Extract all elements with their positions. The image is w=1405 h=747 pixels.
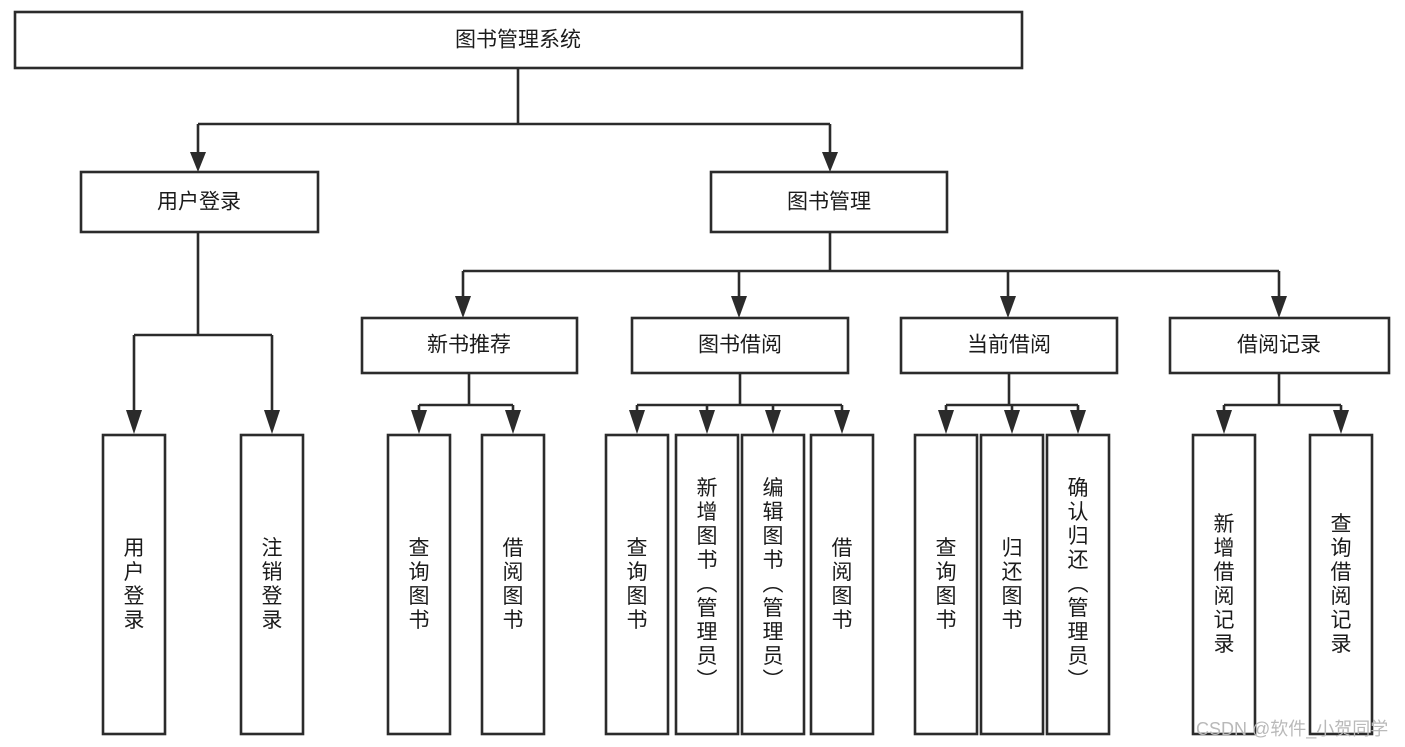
node-current-borrow[interactable]: 当前借阅	[899, 316, 1119, 375]
node-book-borrow[interactable]: 图书借阅	[630, 316, 850, 375]
leaf-borrow-record-1[interactable]: 查询借阅记录	[1308, 433, 1374, 736]
node-borrow-record-box[interactable]	[1168, 316, 1391, 375]
leaf-new-book-0[interactable]: 查询图书	[386, 433, 452, 736]
arrow-head-leaf-current-borrow-0	[938, 410, 954, 434]
leaf-borrow-record-0-box[interactable]	[1191, 433, 1257, 736]
arrow-head-leaf-user-login-0	[126, 410, 142, 434]
arrow-head-leaf-borrow-record-0	[1216, 410, 1232, 434]
arrow-head-leaf-borrow-record-1	[1333, 410, 1349, 434]
arrow-head-level3-3	[1271, 296, 1287, 318]
node-user-login-label: 用户登录	[157, 191, 241, 214]
node-new-book-recommend-box[interactable]	[360, 316, 579, 375]
connector-layer	[126, 68, 1349, 434]
node-book-borrow-label: 图书借阅	[698, 334, 782, 357]
arrow-head-book-manage	[822, 152, 838, 172]
node-user-login-box[interactable]	[79, 170, 320, 234]
leaf-book-borrow-3-label: 借阅图书	[832, 537, 853, 632]
leaf-user-login-0-box[interactable]	[101, 433, 167, 736]
leaf-new-book-1-label: 借阅图书	[503, 537, 524, 632]
node-current-borrow-box[interactable]	[899, 316, 1119, 375]
node-root-box[interactable]	[13, 10, 1024, 70]
leaf-new-book-1-box[interactable]	[480, 433, 546, 736]
node-book-manage-label: 图书管理	[787, 191, 871, 214]
leaf-book-borrow-2-label: 编辑图书︵管理员︶	[763, 477, 784, 692]
leaf-borrow-record-1-box[interactable]	[1308, 433, 1374, 736]
leaf-user-login-1-label: 注销登录	[262, 537, 283, 632]
leaf-book-borrow-1-box[interactable]	[674, 433, 740, 736]
leaf-current-borrow-0-label: 查询图书	[936, 537, 957, 632]
leaf-current-borrow-2-box[interactable]	[1045, 433, 1111, 736]
arrow-head-user-login	[190, 152, 206, 172]
leaf-current-borrow-0[interactable]: 查询图书	[913, 433, 979, 736]
leaf-current-borrow-1[interactable]: 归还图书	[979, 433, 1045, 736]
leaf-book-borrow-2-box[interactable]	[740, 433, 806, 736]
leaf-node-group: 用户登录 注销登录 查询图书 借阅图书 查询图书 新增图书	[101, 433, 1374, 736]
arrow-head-leaf-book-borrow-3	[834, 410, 850, 434]
leaf-user-login-0[interactable]: 用户登录	[101, 433, 167, 736]
arrow-head-leaf-new-book-0	[411, 410, 427, 434]
leaf-book-borrow-1-label: 新增图书︵管理员︶	[697, 477, 718, 692]
node-book-manage-box[interactable]	[709, 170, 949, 234]
leaf-current-borrow-2-label: 确认归还︵管理员︶	[1068, 477, 1089, 692]
leaf-user-login-1[interactable]: 注销登录	[239, 433, 305, 736]
leaf-book-borrow-0-label: 查询图书	[627, 537, 648, 632]
node-borrow-record-label: 借阅记录	[1237, 334, 1321, 357]
arrow-head-leaf-book-borrow-0	[629, 410, 645, 434]
arrow-head-level3-0	[455, 296, 471, 318]
arrow-head-leaf-user-login-1	[264, 410, 280, 434]
node-root[interactable]: 图书管理系统	[13, 10, 1024, 70]
watermark-text: CSDN @软件_小贺同学	[1196, 719, 1388, 740]
leaf-new-book-1[interactable]: 借阅图书	[480, 433, 546, 736]
node-borrow-record[interactable]: 借阅记录	[1168, 316, 1391, 375]
arrow-head-leaf-book-borrow-1	[699, 410, 715, 434]
leaf-book-borrow-0-box[interactable]	[604, 433, 670, 736]
leaf-borrow-record-0[interactable]: 新增借阅记录	[1191, 433, 1257, 736]
node-book-manage[interactable]: 图书管理	[709, 170, 949, 234]
arrow-head-leaf-current-borrow-2	[1070, 410, 1086, 434]
leaf-current-borrow-0-box[interactable]	[913, 433, 979, 736]
node-user-login[interactable]: 用户登录	[79, 170, 320, 234]
node-new-book-recommend[interactable]: 新书推荐	[360, 316, 579, 375]
node-new-book-recommend-label: 新书推荐	[427, 334, 511, 357]
leaf-user-login-0-label: 用户登录	[124, 537, 145, 632]
leaf-book-borrow-3-box[interactable]	[809, 433, 875, 736]
leaf-new-book-0-box[interactable]	[386, 433, 452, 736]
node-book-borrow-box[interactable]	[630, 316, 850, 375]
leaf-current-borrow-1-box[interactable]	[979, 433, 1045, 736]
leaf-borrow-record-1-label: 查询借阅记录	[1331, 513, 1352, 656]
arrow-head-leaf-current-borrow-1	[1004, 410, 1020, 434]
leaf-new-book-0-label: 查询图书	[409, 537, 430, 632]
leaf-book-borrow-2[interactable]: 编辑图书︵管理员︶	[740, 433, 806, 736]
leaf-current-borrow-2[interactable]: 确认归还︵管理员︶	[1045, 433, 1111, 736]
arrow-head-leaf-book-borrow-2	[765, 410, 781, 434]
node-current-borrow-label: 当前借阅	[967, 334, 1051, 357]
arrow-head-level3-1	[731, 296, 747, 318]
leaf-book-borrow-3[interactable]: 借阅图书	[809, 433, 875, 736]
leaf-user-login-1-box[interactable]	[239, 433, 305, 736]
arrow-head-level3-2	[1000, 296, 1016, 318]
leaf-book-borrow-0[interactable]: 查询图书	[604, 433, 670, 736]
node-root-label: 图书管理系统	[455, 29, 581, 52]
leaf-book-borrow-1[interactable]: 新增图书︵管理员︶	[674, 433, 740, 736]
leaf-borrow-record-0-label: 新增借阅记录	[1214, 513, 1235, 656]
arrow-head-leaf-new-book-1	[505, 410, 521, 434]
leaf-current-borrow-1-label: 归还图书	[1002, 537, 1023, 632]
